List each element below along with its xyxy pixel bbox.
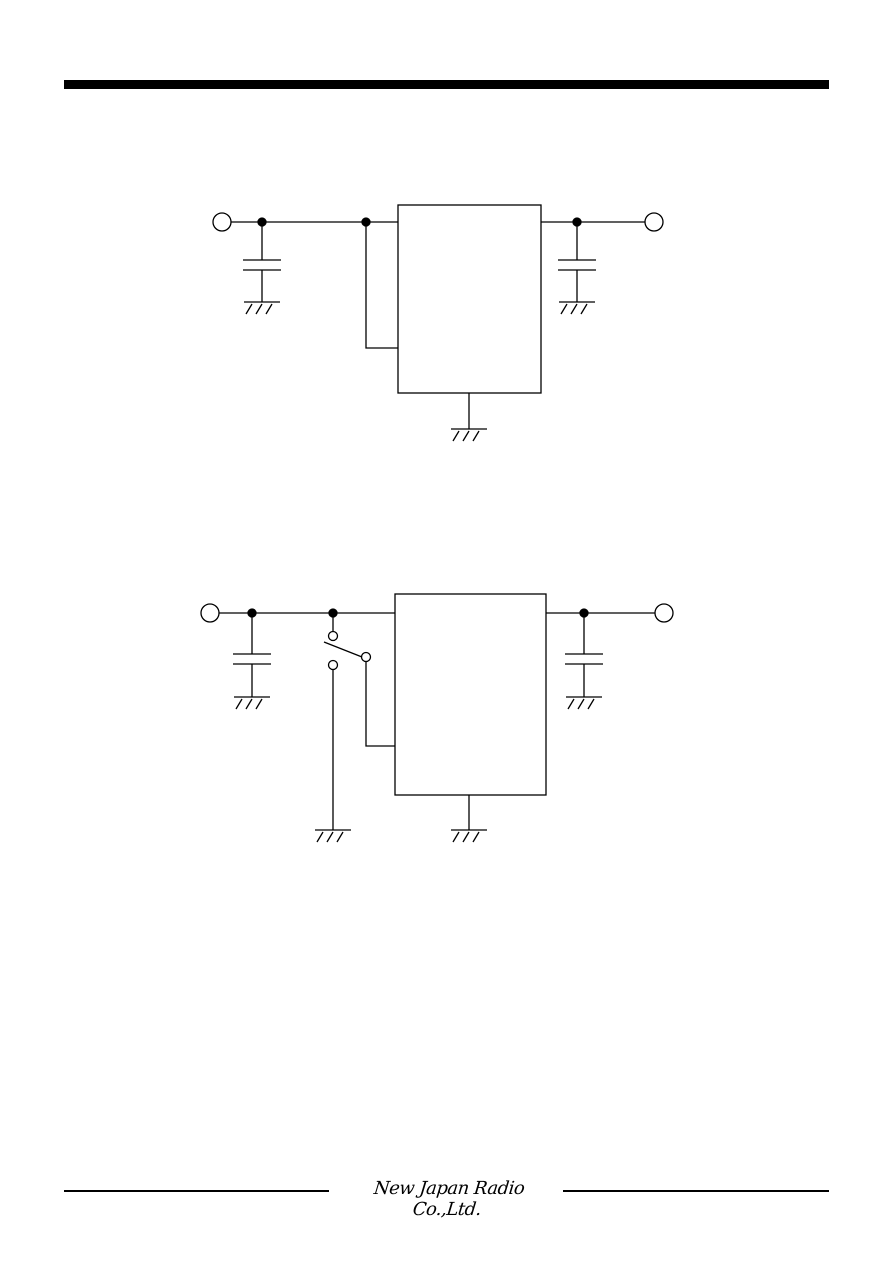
footer-rule-left <box>64 1190 329 1192</box>
ground-symbol <box>244 301 280 315</box>
input-terminal <box>200 603 220 623</box>
ground-symbol <box>451 829 487 843</box>
ground-symbol <box>566 696 602 710</box>
circuit-diagram-2 <box>200 593 674 843</box>
ground-symbol <box>234 696 270 710</box>
ground-symbol <box>451 428 487 442</box>
footer-rule-right <box>563 1190 829 1192</box>
output-capacitor <box>565 613 603 697</box>
company-logo-text: New Japan Radio Co.,Ltd. <box>372 1178 526 1220</box>
control-switch <box>323 613 395 830</box>
regulator-ic-box <box>397 204 542 394</box>
regulator-ic-box <box>394 593 547 796</box>
header-rule <box>64 80 829 89</box>
output-terminal <box>654 603 674 623</box>
circuit-diagram-1 <box>212 204 664 442</box>
input-capacitor <box>243 222 281 302</box>
input-capacitor <box>233 613 271 697</box>
ground-symbol <box>559 301 595 315</box>
ground-symbol <box>315 829 351 843</box>
output-terminal <box>644 212 664 232</box>
output-capacitor <box>558 222 596 302</box>
